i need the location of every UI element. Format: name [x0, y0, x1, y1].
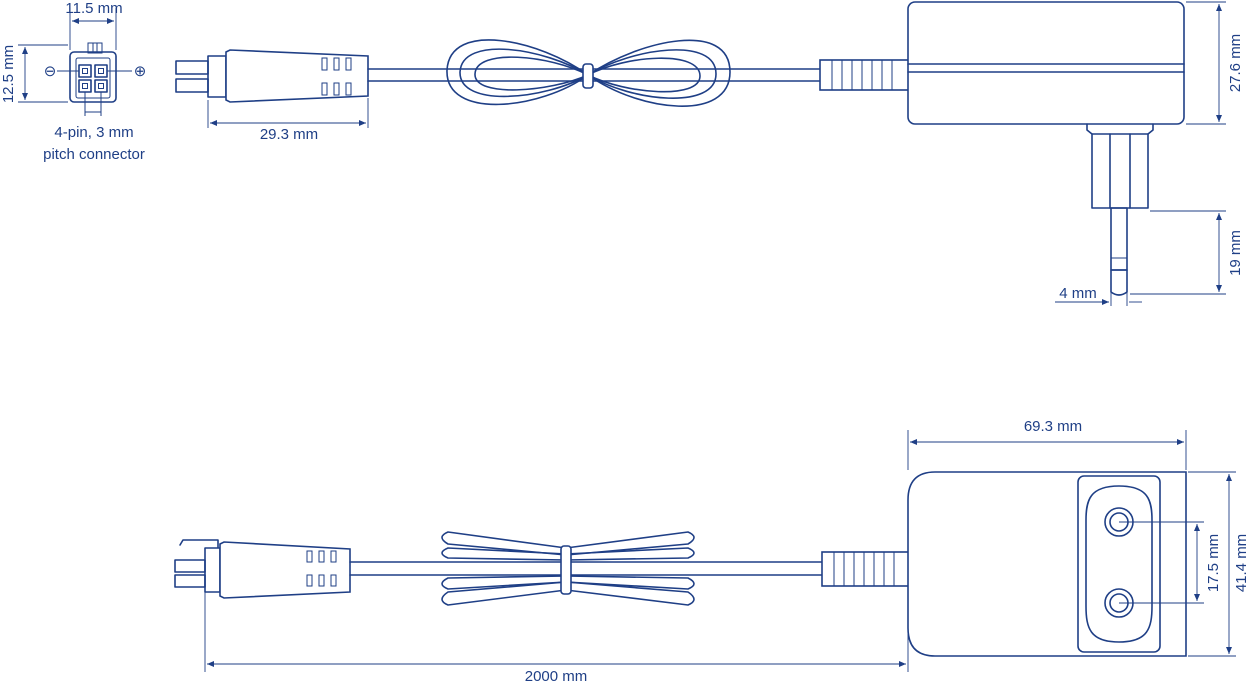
pin-diameter-label: 4 mm	[1059, 285, 1097, 302]
connector-height-label: 12.5 mm	[0, 45, 17, 103]
pin-length-label: 19 mm	[1227, 230, 1244, 276]
top-view-adapter-body	[907, 1, 1185, 296]
positive-polarity-symbol: ⊕	[134, 63, 147, 80]
dim-connector-height	[18, 44, 68, 103]
pin-spacing-label: 17.5 mm	[1205, 534, 1222, 592]
connector-front-view	[57, 42, 132, 116]
top-view-cable	[367, 39, 911, 107]
dim-adapter-height	[1188, 471, 1236, 657]
dim-pin-diameter	[1055, 282, 1142, 306]
side-view-adapter-body	[907, 471, 1187, 657]
cable-length-label: 2000 mm	[525, 668, 588, 683]
connector-width-label: 11.5 mm	[65, 0, 122, 17]
plug-length-label: 29.3 mm	[260, 126, 318, 143]
dim-adapter-thickness	[1186, 1, 1226, 125]
top-view-plug	[175, 49, 369, 103]
dim-connector-width	[69, 8, 117, 50]
side-view-plug	[174, 539, 351, 599]
dim-adapter-length	[907, 430, 1187, 470]
adapter-thickness-label: 27.6 mm	[1227, 34, 1244, 92]
connector-caption-line2: pitch connector	[43, 146, 145, 163]
dim-pin-length	[1130, 210, 1226, 295]
adapter-height-label: 41.4 mm	[1233, 534, 1250, 592]
dim-plug-length	[207, 98, 369, 128]
dim-pin-spacing	[1119, 521, 1204, 604]
dim-cable-length	[204, 592, 909, 672]
side-view-cable	[349, 531, 911, 606]
adapter-length-label: 69.3 mm	[1024, 418, 1082, 435]
negative-polarity-symbol: ⊖	[44, 63, 57, 80]
connector-caption-line1: 4-pin, 3 mm	[54, 124, 133, 141]
